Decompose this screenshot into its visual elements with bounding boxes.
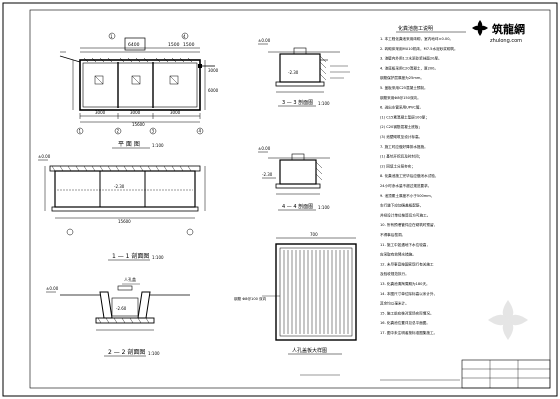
note-line: 10. 所有预埋管件应在砌筑时预留， <box>380 222 437 227</box>
s33-title: 3 — 3 剖面图 <box>282 99 313 106</box>
note-line: 2. 砖砌体采用MU10机砖，M7.5水泥砂浆砌筑。 <box>380 46 458 51</box>
s11-dim-bottom: 15600 <box>118 219 131 224</box>
plan-dim-total: 15600 <box>132 122 145 127</box>
note-line: 7. 施工时应做好降排水措施。 <box>380 144 428 149</box>
s44-level-top: ±0.00 <box>258 146 271 151</box>
note-line: 12. 未尽事宜按国家现行有关施工 <box>380 261 434 266</box>
plan-dim-bottom-1: 3000 <box>95 110 106 115</box>
plan-grid-b1: 1 <box>79 129 82 134</box>
plan-grid-b2: 2 <box>117 129 120 134</box>
note-line: 14. 本图尺寸单位除标高以米计外， <box>380 291 437 296</box>
section-2-2: ±0.00 人孔盖 -2.60 2 — 2 剖面图 1:100 <box>46 276 190 357</box>
note-line: 5. 盖板采用C25混凝土预制。 <box>380 85 428 90</box>
s33-level-bottom: -2.30 <box>288 70 299 75</box>
note-line: 车行道下应加强盖板配筋， <box>380 203 423 208</box>
title-block <box>300 359 551 389</box>
note-line: 11. 施工中如遇地下水位较高， <box>380 242 430 247</box>
s22-level-bottom: -2.60 <box>116 306 127 311</box>
note-line: (3) 池壁砌筑至设计标高。 <box>380 134 422 139</box>
plan-dim-top-1: 6400 <box>128 42 140 48</box>
zhulong-flower-icon <box>472 20 488 36</box>
section-1-1: ±0.00 -2.30 15600 1 — 1 <box>38 154 206 261</box>
plan-grid-4: 4 <box>183 34 186 39</box>
plan-title: 平 面 图 <box>118 141 140 148</box>
note-line: 应采取有效降水措施。 <box>380 252 416 257</box>
manhole-rebar-lines <box>283 250 349 334</box>
note-line: 1. 本工程化粪池采用砖砌，室内地坪±0.00。 <box>380 36 453 41</box>
note-line: 其余均以毫米计。 <box>380 301 409 306</box>
s11-level-top: ±0.00 <box>38 154 51 159</box>
s33-scale: 1:100 <box>318 101 330 106</box>
construction-notes: 化粪池施工说明 1. 本工程化粪池采用砖砌，室内地坪±0.00。 2. 砖砌体采用… <box>380 25 466 335</box>
plan-dim-right-1: 3000 <box>208 68 219 73</box>
manhole-note: 钢筋 Φ8@100 双向 <box>234 296 267 301</box>
note-line: 不得事后凿洞。 <box>380 232 405 237</box>
plan-view: 6400 1500 1500 1 4 <box>59 32 219 149</box>
note-line: (2) 回填土分层夯实； <box>380 163 415 168</box>
plan-dim-bottom-3: 3000 <box>170 110 181 115</box>
s44-title: 4 — 4 剖面图 <box>282 203 313 210</box>
logo-name: 筑龍網 <box>492 22 525 36</box>
s22-scale: 1:100 <box>148 351 160 356</box>
plan-scale: 1:100 <box>152 143 164 148</box>
logo-url: zhulong.com <box>490 38 522 44</box>
note-line: 并经设计单位核算后方可施工。 <box>380 212 430 217</box>
plan-dim-bottom-2: 3000 <box>130 110 141 115</box>
s11-title: 1 — 1 剖面图 <box>112 252 149 260</box>
section-3-3: ±0.00 -2.30 3 — 3 剖面图 1:100 <box>258 38 350 107</box>
note-line: 及验收规范执行。 <box>380 271 409 276</box>
note-line: (1) C15素混凝土垫层100厚； <box>380 114 429 119</box>
note-line: 4. 池底板采用C20混凝土，厚200。 <box>380 65 438 70</box>
manhole-cover-detail: 700 钢筋 Φ8@100 双向 人孔盖板大样图 <box>234 232 357 355</box>
note-line: (2) C20钢筋混凝土底板； <box>380 124 422 129</box>
s11-scale: 1:100 <box>152 255 164 260</box>
note-line: 3. 池壁内外用1:2水泥砂浆抹面20厚。 <box>380 56 442 61</box>
s22-title: 2 — 2 剖面图 <box>108 348 145 356</box>
plan-dim-top-2: 1500 <box>168 42 180 48</box>
note-line: 24小时渗水量不超过规范要求。 <box>380 183 431 188</box>
s44-scale: 1:100 <box>318 205 330 210</box>
manhole-dim-top: 700 <box>310 232 318 237</box>
note-line: 16. 化粪池位置详见总平面图。 <box>380 320 430 325</box>
section-4-4: ±0.00 -2.30 4 — 4 剖面图 1:100 <box>258 146 330 211</box>
note-line: 17. 图中未注明者按标准图集施工。 <box>380 330 437 335</box>
s11-level-water: -2.30 <box>114 184 125 189</box>
s44-level-bottom: -2.30 <box>262 172 273 177</box>
note-line: 钢筋保护层厚度为25mm。 <box>380 75 424 80</box>
note-line: 8. 化粪池施工完毕后应做闭水试验， <box>380 173 438 178</box>
note-line: 钢筋采用Φ8@150双向。 <box>380 95 421 100</box>
plan-dim-top-3: 1500 <box>183 42 195 48</box>
plan-grid-1: 1 <box>110 34 113 39</box>
inner-border <box>29 9 551 389</box>
s22-level-top: ±0.00 <box>46 286 59 291</box>
plan-grid-b4: 4 <box>199 129 202 134</box>
watermark-flower-icon <box>488 300 528 340</box>
zhulong-logo: 筑龍網 zhulong.com <box>472 20 525 44</box>
notes-title: 化粪池施工说明 <box>398 25 433 32</box>
s22-manhole-label: 人孔盖 <box>124 276 136 282</box>
note-line: (1) 基坑开挖后及时封闭； <box>380 154 422 159</box>
plan-dim-right-2: 6000 <box>208 88 219 93</box>
plan-grid-b3: 3 <box>152 129 155 134</box>
manhole-title: 人孔盖板大样图 <box>292 347 327 354</box>
note-line: 15. 施工前应核对现场实际情况。 <box>380 310 434 315</box>
note-line: 6. 进出水管采用UPVC管。 <box>380 105 423 110</box>
notes-list: 1. 本工程化粪池采用砖砌，室内地坪±0.00。 2. 砖砌体采用MU10机砖，M… <box>380 36 458 335</box>
note-line: 9. 池顶覆土厚度不小于500mm， <box>380 193 434 198</box>
s33-level-top: ±0.00 <box>258 38 271 43</box>
note-line: 13. 化粪池清掏周期为180天。 <box>380 281 430 286</box>
